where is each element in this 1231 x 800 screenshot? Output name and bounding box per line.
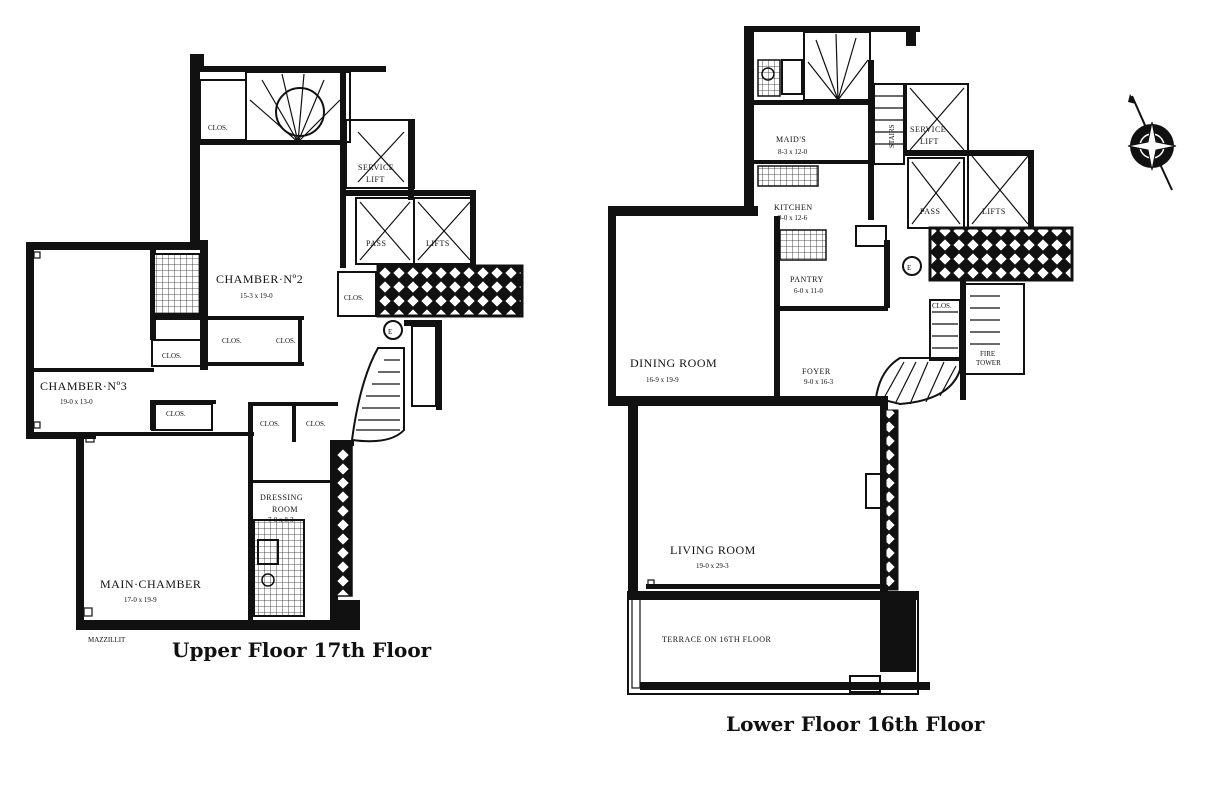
chamber-3-name: CHAMBER·Nº3 <box>40 379 127 393</box>
lower-floor-labels: MAID'S 8-3 x 12-0 KITCHEN 9-0 x 12-6 PAN… <box>630 124 1006 644</box>
chamber-3-dim: 19-0 x 13-0 <box>60 398 93 406</box>
fire-tower-line1: FIRE <box>980 350 995 358</box>
pantry-dim: 6-0 x 11-0 <box>794 287 823 295</box>
upper-lifts-label: LIFTS <box>426 239 450 248</box>
upper-clos-label-6: CLOS. <box>166 410 186 418</box>
dressing-room-name-line1: DRESSING <box>260 493 303 502</box>
draftsman-signature: MAZZILLIT <box>88 636 126 644</box>
dressing-room-name-line2: ROOM <box>272 505 298 514</box>
upper-service-lift-line2: LIFT <box>366 175 385 184</box>
fire-tower-line2: TOWER <box>976 359 1001 367</box>
pantry-name: PANTRY <box>790 275 824 284</box>
chamber-2-dim: 15-3 x 19-0 <box>240 292 273 300</box>
lower-pass-label: PASS <box>920 207 940 216</box>
upper-floor-caption: Upper Floor 17th Floor <box>172 638 432 662</box>
lower-floor-caption: Lower Floor 16th Floor <box>726 712 985 736</box>
upper-floor-plan: E <box>26 54 524 630</box>
upper-floor-labels: CHAMBER·Nº2 15-3 x 19-0 CHAMBER·Nº3 19-0… <box>40 124 450 644</box>
upper-clos-label-4: CLOS. <box>222 337 242 345</box>
chamber-2-name: CHAMBER·Nº2 <box>216 272 303 286</box>
upper-pass-label: PASS <box>366 239 386 248</box>
lower-service-lift-line2: LIFT <box>920 137 939 146</box>
svg-text:E: E <box>907 264 911 272</box>
kitchen-dim: 9-0 x 12-6 <box>778 214 808 222</box>
upper-clos-label-7: CLOS. <box>260 420 280 428</box>
upper-clos-label-1: CLOS. <box>208 124 228 132</box>
lower-clos-label: CLOS. <box>932 302 952 310</box>
living-room-name: LIVING ROOM <box>670 543 756 557</box>
dining-room-name: DINING ROOM <box>630 356 717 370</box>
living-room-dim: 19-0 x 29-3 <box>696 562 729 570</box>
svg-text:E: E <box>388 328 392 336</box>
terrace-label: TERRACE ON 16TH FLOOR <box>662 635 772 644</box>
lower-service-lift-line1: SERVICE <box>910 125 946 134</box>
dining-room-dim: 16-9 x 19-9 <box>646 376 679 384</box>
maids-room-name: MAID'S <box>776 135 806 144</box>
upper-clos-label-5: CLOS. <box>276 337 296 345</box>
foyer-dim: 9-0 x 16-3 <box>804 378 834 386</box>
foyer-name: FOYER <box>802 367 831 376</box>
upper-clos-label-2: CLOS. <box>344 294 364 302</box>
lower-lifts-label: LIFTS <box>982 207 1006 216</box>
compass-rose-icon <box>1127 94 1177 191</box>
stairs-label: STAIRS <box>888 124 896 148</box>
main-chamber-dim: 17-0 x 19-9 <box>124 596 157 604</box>
lower-floor-plan: E <box>608 26 1074 695</box>
maids-room-dim: 8-3 x 12-0 <box>778 148 808 156</box>
upper-clos-label-3: CLOS. <box>162 352 182 360</box>
upper-service-lift-line1: SERVICE <box>358 163 394 172</box>
dressing-room-dim: 7-0 x 8-3 <box>268 516 294 524</box>
kitchen-name: KITCHEN <box>774 203 813 212</box>
main-chamber-name: MAIN·CHAMBER <box>100 577 201 591</box>
upper-clos-label-8: CLOS. <box>306 420 326 428</box>
